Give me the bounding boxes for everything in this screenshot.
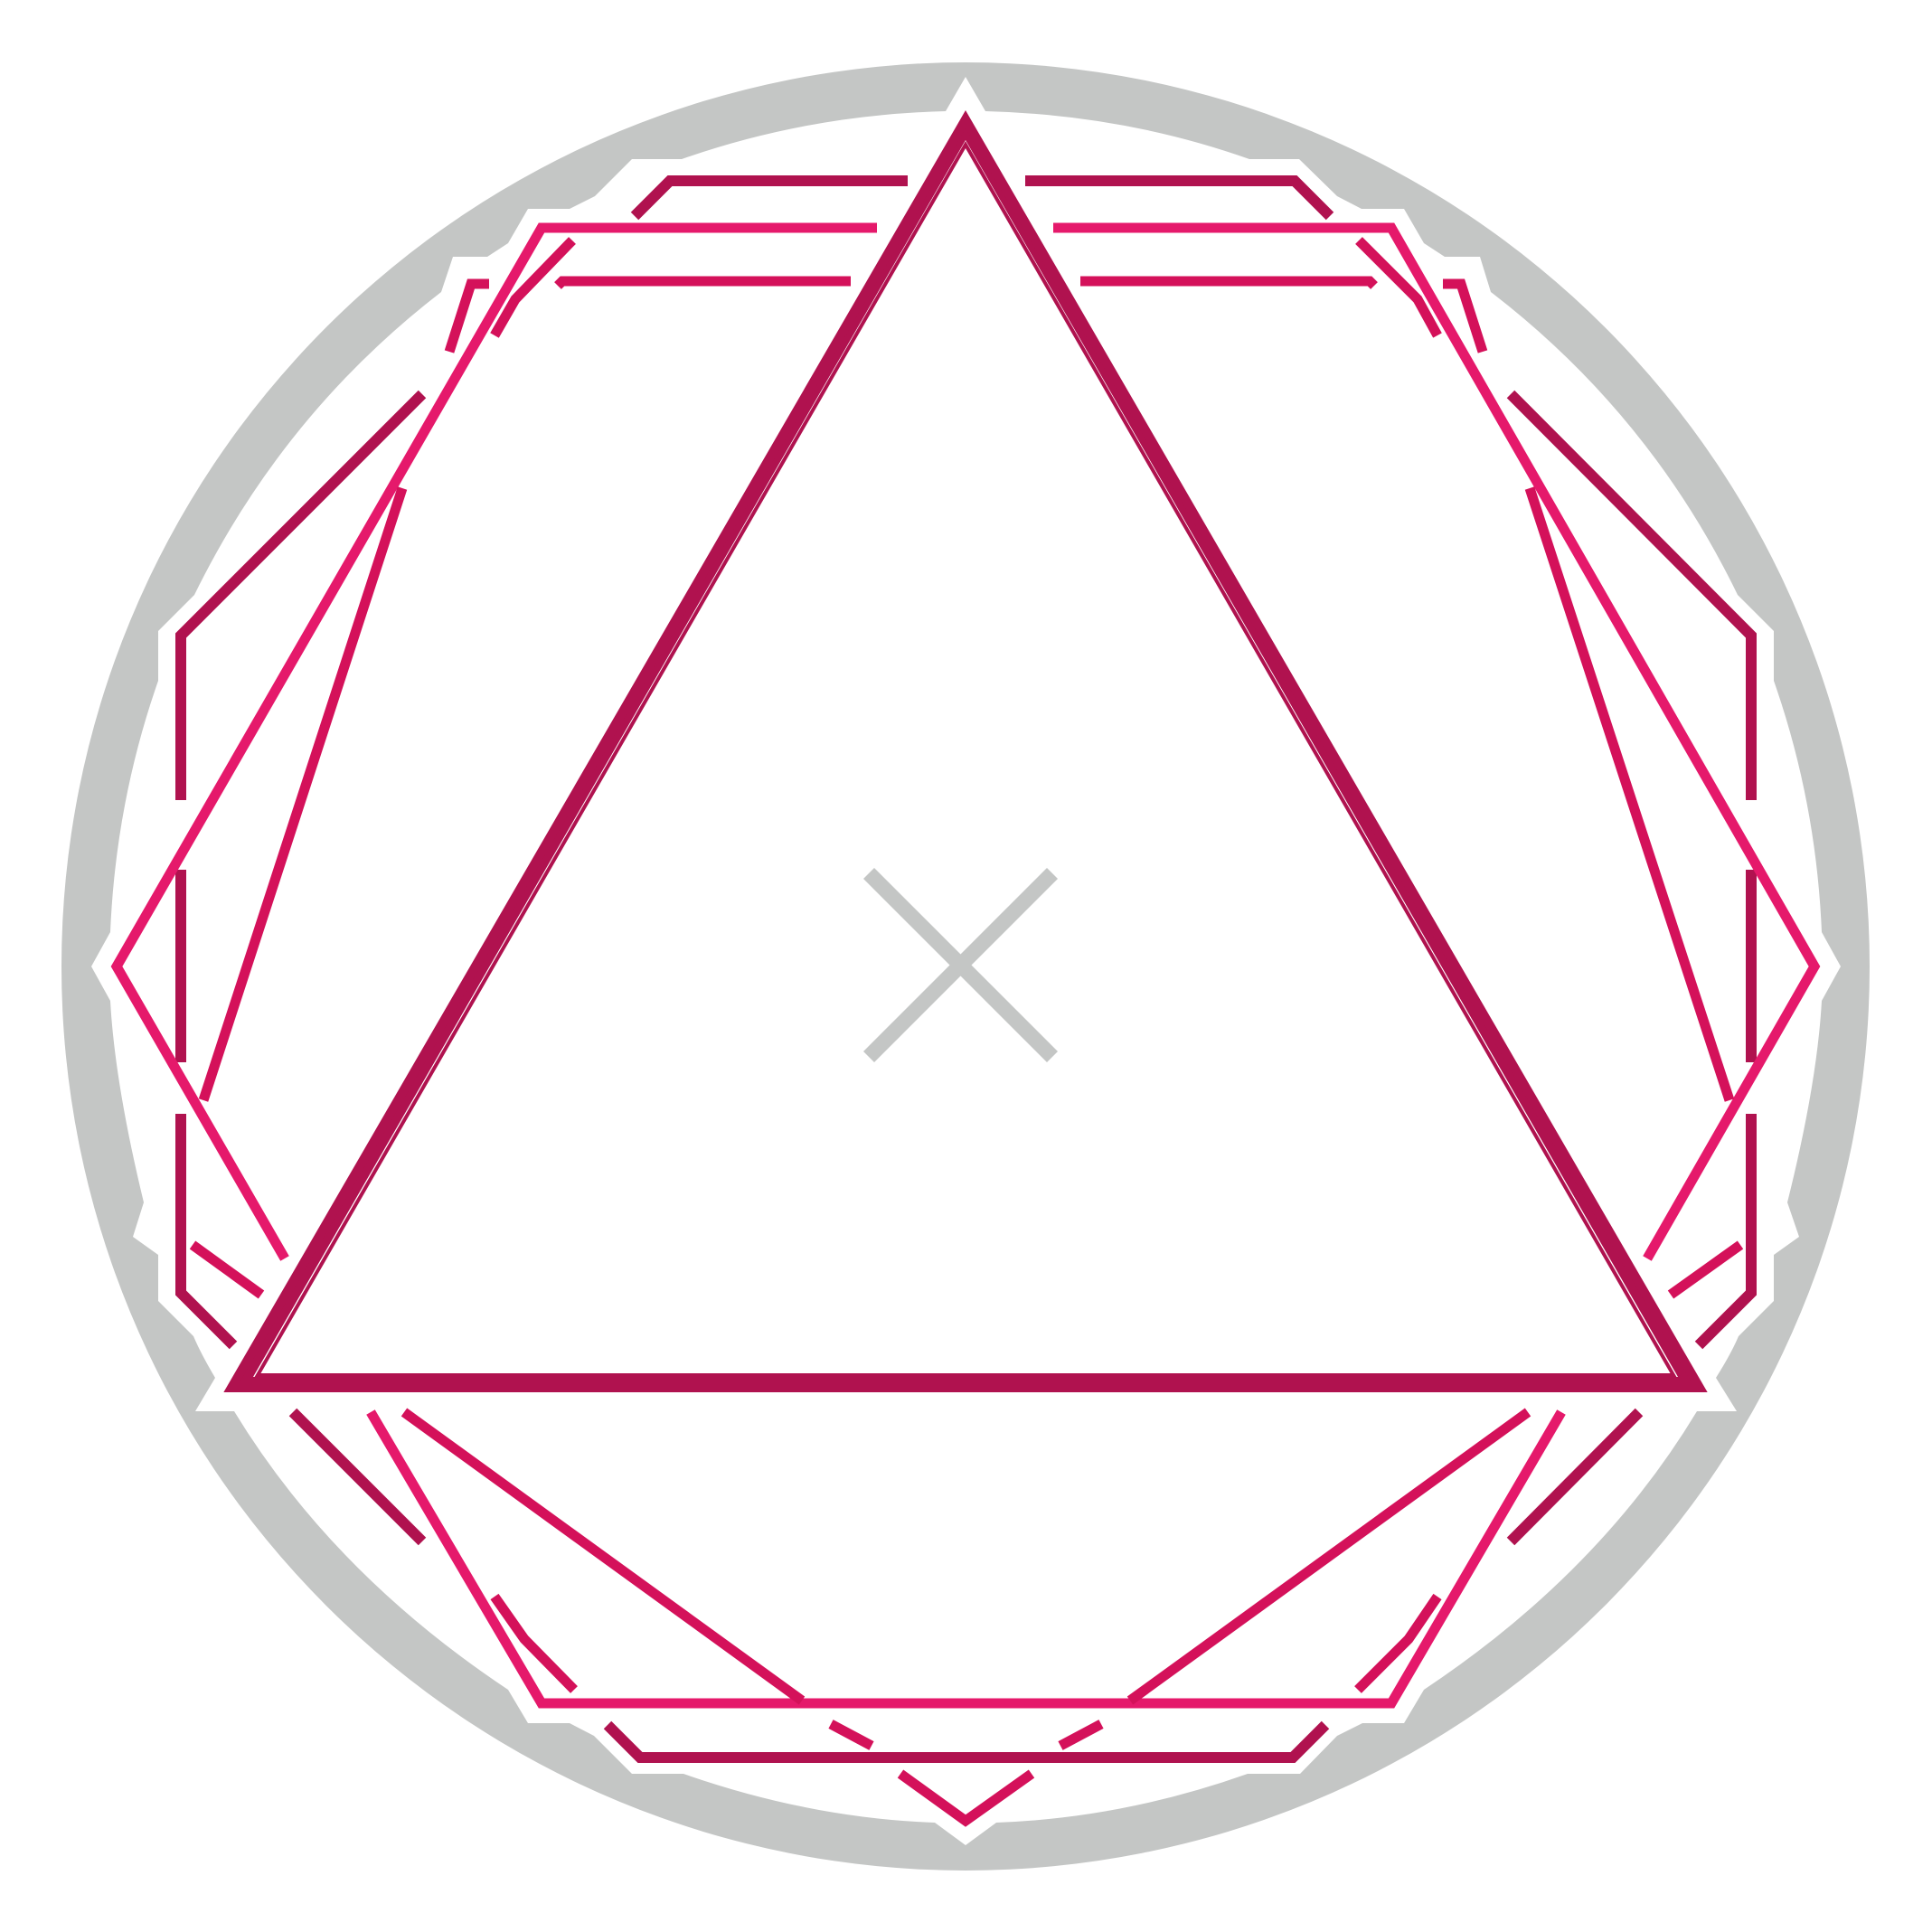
outer-octagon-frame xyxy=(175,175,1757,1763)
close-icon[interactable] xyxy=(862,867,1059,1063)
triangle-outline xyxy=(223,110,1708,1392)
triangle-inner-line xyxy=(254,140,1677,1377)
triangle-gap-masks xyxy=(217,105,1714,1396)
main-triangle xyxy=(224,109,1707,1391)
